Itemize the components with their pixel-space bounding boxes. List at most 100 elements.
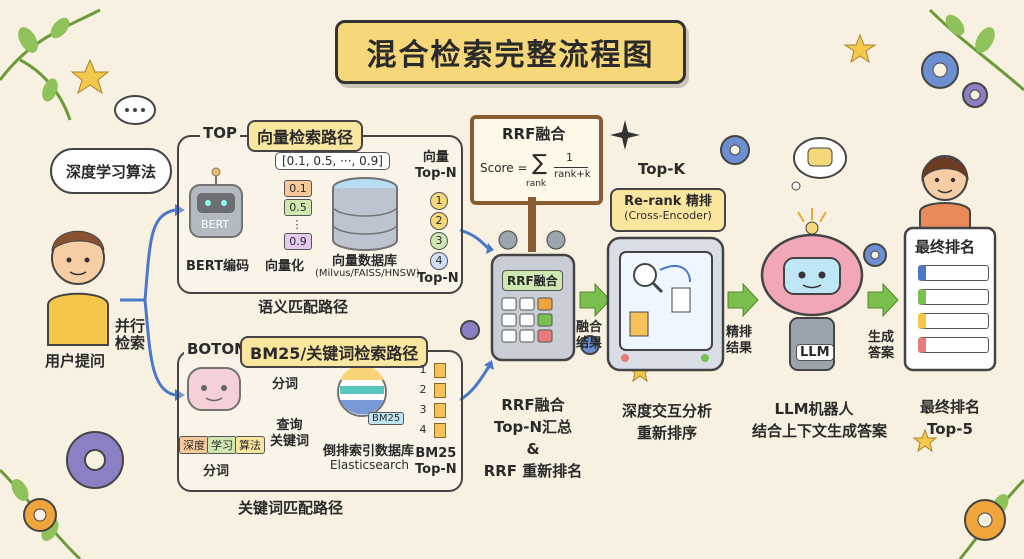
token-chip: 学习 (207, 436, 237, 454)
forward-arrow (867, 282, 899, 318)
list-item (918, 337, 989, 353)
doc-icon (434, 363, 446, 378)
gear-icon (460, 320, 480, 340)
vine-top-left (0, 8, 101, 121)
llm-caption-2: 结合上下文生成答案 (752, 422, 888, 440)
es-badge: BM25 (368, 412, 405, 425)
rank-badge: 2 (419, 383, 427, 396)
vector-result-title-1: 向量 (422, 150, 449, 165)
llm-caption: LLM机器人 结合上下文生成答案 (752, 398, 888, 442)
list-item (918, 265, 989, 281)
user-label: 用户提问 (45, 352, 106, 370)
rank-badge: 3 (430, 232, 448, 250)
formula-bar (554, 167, 588, 168)
keyword-path-panel (177, 350, 463, 492)
rrf-caption-2: & (526, 440, 540, 458)
doc-icon (434, 423, 446, 438)
formula-den: rank+k (554, 169, 591, 180)
fusion-result-1: 融合 (576, 320, 603, 335)
llm-caption-1: LLM机器人 (774, 400, 854, 418)
rrf-formula-board: RRF融合 Score = ∑ rank 1 rank+k (470, 115, 603, 205)
llm-badge: LLM (796, 344, 834, 361)
tokenize-top-label: 分词 (272, 377, 299, 392)
gear-icon (863, 243, 887, 267)
user-woman-avatar (919, 155, 971, 229)
final-board-title: 最终排名 (915, 238, 976, 256)
gear-icon (580, 335, 600, 355)
merge-arrow-bottom (459, 364, 492, 402)
thought-bubble-icon (791, 137, 847, 191)
speech-bubble-icon (114, 95, 156, 125)
rerank-result-label: 精排 结果 (726, 325, 752, 357)
topk-header: Top-K (638, 160, 686, 178)
keyword-path-label: 关键词匹配路径 (238, 499, 344, 517)
bottom-prefix: BOTOM (184, 340, 253, 358)
rerank-tag-1: Re-rank 精排 (624, 194, 712, 209)
rrf-caption-3: RRF 重新排名 (483, 462, 583, 480)
vector-cell: 0.1 (284, 180, 312, 197)
bm25-result-2: Top-N (415, 462, 457, 477)
top-prefix: TOP (200, 124, 240, 142)
vector-cell: 0.5 (284, 199, 312, 216)
vector-result-footer: Top-N (417, 271, 459, 286)
bert-encode-label: BERT编码 (186, 259, 250, 274)
parallel-line1: 并行 (115, 317, 146, 335)
gear-icon (921, 51, 959, 89)
token-chip: 深度 (179, 436, 209, 454)
gear-icon (66, 431, 124, 489)
parallel-label: 并行 检索 (115, 318, 145, 352)
fusion-result-label: 融合 结果 (576, 320, 602, 352)
bm25-result-1: BM25 (415, 446, 457, 461)
star-icon (843, 33, 877, 64)
query-keyword-label: 查询 关键词 (270, 418, 309, 450)
final-caption-1: 最终排名 (919, 398, 980, 416)
star-icon (912, 428, 938, 453)
gear-icon (720, 135, 750, 165)
tokenizer-robot-icon (187, 367, 241, 411)
rank-badge: 2 (430, 212, 448, 230)
bert-robot-icon (189, 167, 243, 238)
elasticsearch-icon (337, 365, 387, 417)
semantic-path-label: 语义匹配路径 (258, 298, 349, 316)
query-bubble: 深度学习算法 (50, 148, 172, 194)
query-keyword-2: 关键词 (270, 434, 310, 449)
formula-num: 1 (566, 151, 573, 164)
rerank-tag: Re-rank 精排 (Cross-Encoder) (610, 188, 726, 232)
star-icon (70, 58, 110, 95)
list-item (918, 313, 989, 329)
inverted-index-label: 倒排索引数据库 (323, 444, 415, 459)
rank-badge: 1 (419, 363, 427, 376)
rrf-board-title: RRF融合 (502, 125, 566, 143)
list-item (918, 289, 989, 305)
rerank-tag-2: (Cross-Encoder) (624, 209, 712, 222)
generate-answer-2: 答案 (868, 346, 895, 361)
vector-cell: 0.9 (284, 233, 312, 250)
fusion-result-2: 结果 (576, 336, 603, 351)
rrf-caption-1: Top-N汇总 (493, 418, 573, 436)
forward-arrow (579, 282, 611, 318)
formula-sub: rank (526, 179, 547, 189)
rank-badge: 1 (430, 192, 448, 210)
bert-model-label: BERT (201, 218, 230, 231)
formula-sum: ∑ (532, 151, 547, 176)
vector-result-title: 向量 Top-N (415, 150, 457, 182)
vector-display: [0.1, 0.5, ···, 0.9] (275, 152, 390, 170)
rerank-caption-2: 重新排序 (636, 424, 697, 442)
vector-path-tag: 向量检索路径 (247, 120, 364, 152)
rerank-machine-icon (606, 236, 725, 372)
bm25-result-label: BM25 Top-N (415, 446, 457, 478)
rank-badge: 4 (419, 423, 427, 436)
rrf-machine-label: RRF融合 (502, 270, 563, 291)
gear-icon (962, 82, 988, 108)
page-title: 混合检索完整流程图 (335, 20, 686, 84)
query-keyword-1: 查询 (276, 418, 303, 433)
vectorize-label: 向量化 (265, 259, 305, 274)
token-chip: 算法 (235, 436, 265, 454)
merge-arrow-top (459, 228, 492, 252)
vector-db-label: 向量数据库 (332, 254, 398, 269)
rerank-result-2: 结果 (726, 341, 753, 356)
rank-badge: 4 (430, 252, 448, 270)
formula-left: Score = (480, 161, 528, 175)
keyword-path-tag: BM25/关键词检索路径 (240, 336, 429, 368)
